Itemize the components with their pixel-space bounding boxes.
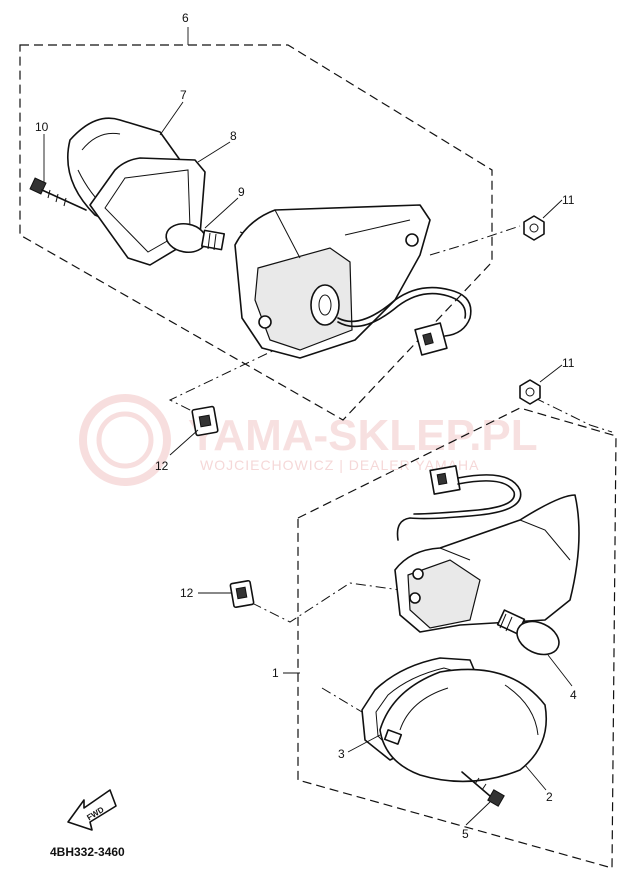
lower-clip — [229, 579, 255, 609]
callout-12-lower: 12 — [180, 586, 194, 600]
callout-11-upper: 11 — [562, 193, 575, 207]
watermark-subtitle: WOJCIECHOWICZ | DEALER YAMAHA — [200, 457, 479, 473]
lower-screw — [461, 771, 505, 807]
callout-4: 4 — [570, 688, 577, 702]
upper-bulb — [165, 222, 226, 254]
callout-9: 9 — [238, 185, 245, 199]
callout-7: 7 — [180, 88, 187, 102]
callout-6: 6 — [182, 11, 189, 25]
diagram-code: 4BH332-3460 — [50, 845, 125, 859]
upper-clip — [191, 405, 219, 437]
callout-2: 2 — [546, 790, 553, 804]
connector-line-lower-clip — [251, 582, 401, 623]
lower-nut — [519, 379, 541, 405]
lower-wiring — [396, 465, 522, 541]
callout-11-lower: 11 — [562, 356, 575, 370]
lower-bulb — [496, 609, 560, 656]
callout-1: 1 — [272, 666, 279, 680]
lower-housing — [394, 494, 580, 633]
callouts: 6 7 8 9 10 11 11 12 12 1 4 3 2 5 — [35, 11, 577, 841]
upper-wiring — [337, 286, 472, 356]
connector-line-upper-nut — [429, 225, 521, 256]
callout-8: 8 — [230, 129, 237, 143]
watermark-title: YAMA-SKLEP.PL — [188, 411, 538, 460]
watermark: YAMA-SKLEP.PL WOJCIECHOWICZ | DEALER YAM… — [79, 394, 538, 486]
fwd-arrow-icon: FWD — [67, 789, 117, 831]
lower-assembly-boundary — [297, 407, 617, 869]
upper-nut — [523, 215, 545, 241]
lower-lens — [379, 668, 547, 783]
callout-10: 10 — [35, 120, 49, 134]
connector-line-lower-nut — [534, 397, 613, 433]
leader-lines — [43, 27, 573, 826]
upper-screw — [29, 177, 87, 211]
upper-housing — [234, 204, 431, 359]
watermark-logo — [79, 394, 171, 486]
connector-line-upper-clip — [168, 344, 286, 416]
upper-assembly-boundary — [19, 44, 493, 421]
callout-5: 5 — [462, 827, 469, 841]
callout-3: 3 — [338, 747, 345, 761]
callout-12-upper: 12 — [155, 459, 169, 473]
